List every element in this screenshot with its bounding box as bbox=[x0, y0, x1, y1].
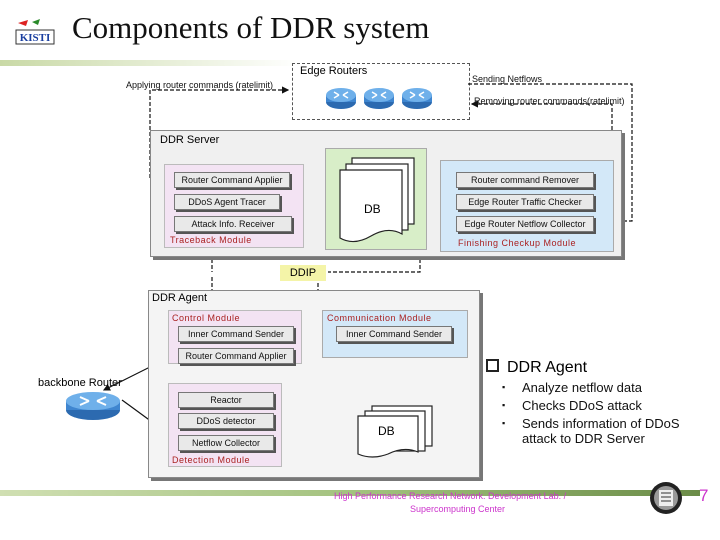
apply-command-line bbox=[149, 86, 290, 178]
communication-module-label: Communication Module bbox=[327, 313, 432, 323]
footer-text-line2: Supercomputing Center bbox=[410, 504, 506, 514]
footer-text-line1: High Performance Research Network. Devel… bbox=[334, 491, 567, 501]
bullets-heading-row: DDR Agent bbox=[486, 359, 587, 377]
removing-label: Removing router commands(ratelimit) bbox=[474, 96, 625, 106]
backbone-router-label: backbone Router bbox=[38, 377, 122, 389]
ddr-agent-title: DDR Agent bbox=[152, 292, 208, 304]
reactor-button[interactable]: Reactor bbox=[178, 392, 274, 408]
title-underline bbox=[0, 60, 300, 66]
attack-info-receiver-button[interactable]: Attack Info. Receiver bbox=[174, 216, 292, 232]
netflow-collector-button[interactable]: Netflow Collector bbox=[178, 435, 274, 451]
kisti-logo: KISTI bbox=[15, 19, 55, 45]
bullets-heading: DDR Agent bbox=[507, 359, 588, 376]
edge-router-netflow-collector-button[interactable]: Edge Router Netflow Collector bbox=[456, 216, 594, 232]
sending-label: Sending Netflows bbox=[472, 74, 543, 84]
ddip-label: DDIP bbox=[280, 265, 326, 281]
footer-bar bbox=[0, 490, 700, 496]
page-title: Components of DDR system bbox=[72, 10, 430, 45]
inner-command-sender-right-button[interactable]: Inner Command Sender bbox=[336, 326, 452, 342]
checkbox-bullet-icon bbox=[486, 359, 499, 372]
backbone-router-icon bbox=[66, 392, 120, 420]
bullet-text: Analyze netflow data bbox=[522, 380, 642, 395]
page-number: 7 bbox=[699, 486, 709, 505]
bullet-item: ▪ Analyze netflow data bbox=[500, 380, 710, 395]
server-db-label: DB bbox=[364, 202, 381, 216]
database-stack-icon bbox=[339, 157, 415, 243]
router-command-applier-button[interactable]: Router Command Applier bbox=[174, 172, 290, 188]
supercomputing-logo-icon bbox=[650, 482, 682, 514]
ddos-agent-tracer-button[interactable]: DDoS Agent Tracer bbox=[174, 194, 280, 210]
ddos-detector-button[interactable]: DDoS detector bbox=[178, 413, 274, 429]
edge-router-icons bbox=[326, 88, 432, 109]
router-icon bbox=[364, 88, 394, 109]
ddr-server-title: DDR Server bbox=[160, 134, 220, 146]
square-bullet-icon: ▪ bbox=[502, 400, 506, 410]
agent-bullets: ▪ Analyze netflow data ▪ Checks DDoS attac… bbox=[500, 380, 710, 449]
inner-command-sender-left-button[interactable]: Inner Command Sender bbox=[178, 326, 294, 342]
router-icon bbox=[402, 88, 432, 109]
svg-text:KISTI: KISTI bbox=[20, 32, 51, 44]
applying-label: Applying router commands (ratelimit) bbox=[126, 80, 274, 90]
edge-routers-label: Edge Routers bbox=[300, 65, 368, 77]
router-command-remover-button[interactable]: Router command Remover bbox=[456, 172, 594, 188]
edge-routers-box bbox=[292, 63, 470, 120]
finishing-checkup-label: Finishing Checkup Module bbox=[458, 238, 577, 248]
bullet-item: ▪ Checks DDoS attack bbox=[500, 398, 710, 413]
bullet-text: Checks DDoS attack bbox=[522, 398, 642, 413]
ddip-server-line-right bbox=[328, 253, 421, 273]
agent-db-label: DB bbox=[378, 424, 395, 438]
edge-router-traffic-checker-button[interactable]: Edge Router Traffic Checker bbox=[456, 194, 594, 210]
agent-router-command-applier-button[interactable]: Router Command Applier bbox=[178, 348, 294, 364]
bullet-item: ▪ Sends information of DDoS attack to DDR… bbox=[500, 416, 682, 446]
detection-module-label: Detection Module bbox=[172, 455, 251, 465]
bullet-text: Sends information of DDoS attack to DDR … bbox=[522, 416, 680, 446]
router-icon bbox=[326, 88, 356, 109]
square-bullet-icon: ▪ bbox=[502, 418, 506, 428]
square-bullet-icon: ▪ bbox=[502, 382, 506, 392]
agent-database-stack-icon bbox=[357, 405, 433, 458]
traceback-module-label: Traceback Module bbox=[170, 235, 252, 245]
control-module-label: Control Module bbox=[172, 313, 241, 323]
